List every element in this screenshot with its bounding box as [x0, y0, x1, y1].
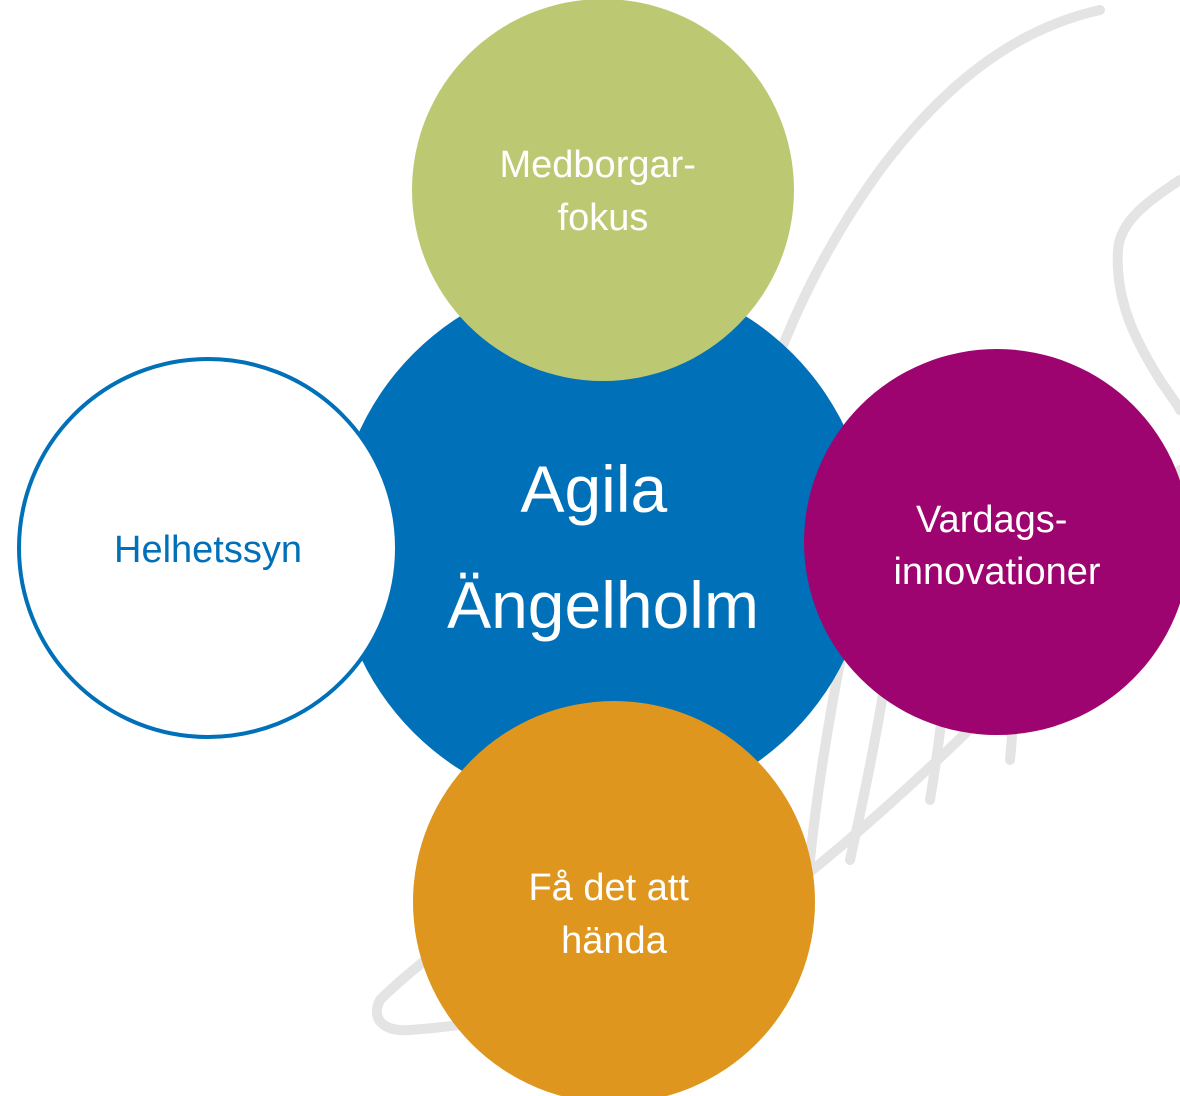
right-circle: Vardags- innovationer — [804, 349, 1180, 735]
bottom-circle-shape — [413, 701, 815, 1096]
top-circle: Medborgar- fokus — [412, 0, 794, 381]
left-circle: Helhetssyn — [17, 357, 399, 739]
top-label: Medborgar- fokus — [500, 144, 707, 239]
left-label: Helhetssyn — [114, 529, 302, 571]
left-label-line-1: Helhetssyn — [114, 529, 302, 571]
top-label-line-1: Medborgar- — [500, 144, 696, 186]
center-label-line-2: Ängelholm — [447, 568, 759, 642]
right-label: Vardags- innovationer — [893, 499, 1100, 593]
bottom-circle: Få det att hända — [413, 701, 815, 1096]
left-circle-shape — [17, 357, 399, 739]
right-label-line-2: innovationer — [893, 551, 1100, 593]
center-circle-shape — [335, 275, 871, 811]
top-circle-shape — [412, 0, 794, 381]
bottom-label-line-2: hända — [561, 920, 668, 962]
bottom-label-line-1: Få det att — [528, 867, 689, 909]
bottom-label: Få det att hända — [528, 867, 699, 962]
center-label-line-1: Agila — [520, 452, 667, 526]
right-label-line-1: Vardags- — [916, 499, 1067, 541]
right-circle-shape — [804, 349, 1180, 735]
top-label-line-2: fokus — [558, 197, 649, 239]
center-circle: Agila Ängelholm — [335, 275, 871, 811]
center-label: Agila Ängelholm — [447, 452, 759, 642]
